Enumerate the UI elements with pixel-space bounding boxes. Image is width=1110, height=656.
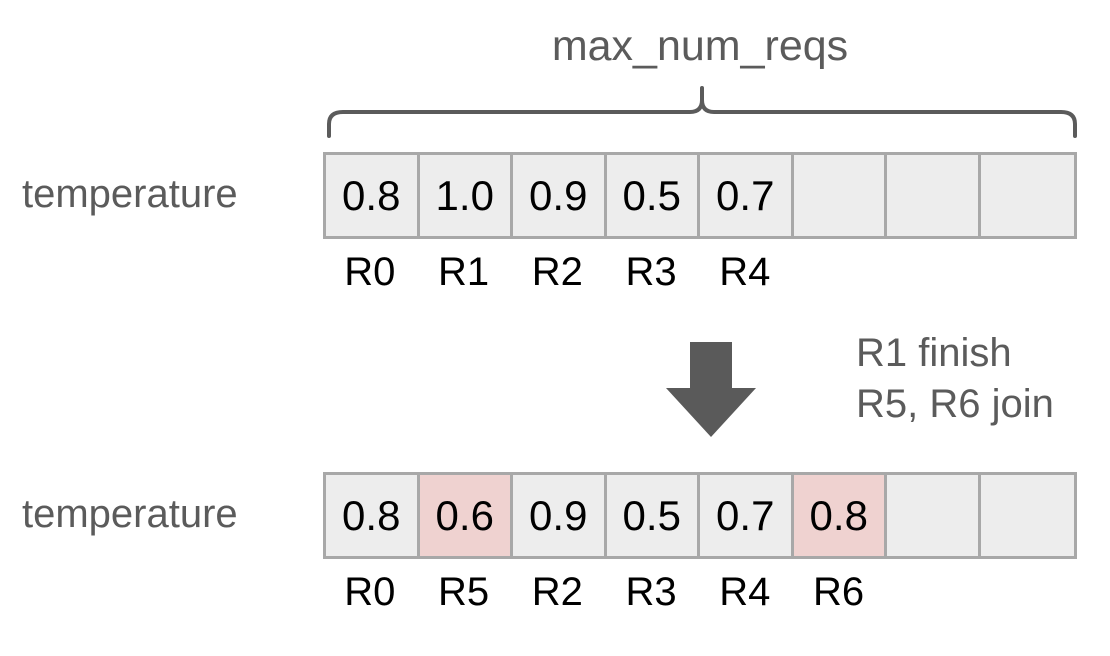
array-cell: 0.5 [606,155,700,236]
row2-temperature-label: temperature [22,492,238,536]
request-index-label-blank [792,252,886,292]
request-index-label: R4 [719,250,771,294]
request-index-label-blank [886,252,980,292]
request-index-row-after: R0 R5 R2 R3 R4 R6 [323,572,1077,612]
transition-note-line-2: R5, R6 join [856,382,1054,427]
array-cell: 0.7 [700,155,794,236]
request-index-label: R3 [625,570,677,614]
span-brace-icon [327,86,1077,138]
array-cell: 0.8 [326,155,420,236]
temperature-array-after: 0.8 0.6 0.9 0.5 0.7 0.8 [323,472,1077,559]
request-index-label-blank [886,572,980,612]
array-cell-highlighted: 0.8 [793,475,887,556]
array-cell: 0.8 [326,475,420,556]
request-index-label-blank [979,572,1073,612]
request-index-label-blank [979,252,1073,292]
row1-temperature-label: temperature [22,172,238,216]
array-cell-empty [887,475,981,556]
request-index-label: R2 [531,570,583,614]
transition-note-line-1: R1 finish [856,331,1012,375]
array-cell: 0.7 [700,475,794,556]
request-index-label: R5 [438,570,490,614]
array-cell-highlighted: 0.6 [419,475,513,556]
temperature-array-before: 0.8 1.0 0.9 0.5 0.7 [323,152,1077,239]
request-index-row-before: R0 R1 R2 R3 R4 [323,252,1077,292]
array-cell: 0.9 [513,155,607,236]
request-index-label: R3 [625,250,677,294]
request-index-label: R4 [719,570,771,614]
request-index-label: R0 [344,250,396,294]
max-num-reqs-caption: max_num_reqs [551,22,849,70]
array-cell: 0.9 [513,475,607,556]
array-cell: 0.5 [606,475,700,556]
down-arrow-icon [666,342,756,437]
transition-note: R1 finish R5, R6 join [856,328,1054,430]
array-cell-empty [793,155,887,236]
request-index-label: R0 [344,570,396,614]
array-cell-empty [980,475,1074,556]
array-cell: 1.0 [419,155,513,236]
request-index-label: R6 [813,570,865,614]
request-index-label: R2 [531,250,583,294]
array-cell-empty [887,155,981,236]
array-cell-empty [980,155,1074,236]
request-index-label: R1 [438,250,490,294]
